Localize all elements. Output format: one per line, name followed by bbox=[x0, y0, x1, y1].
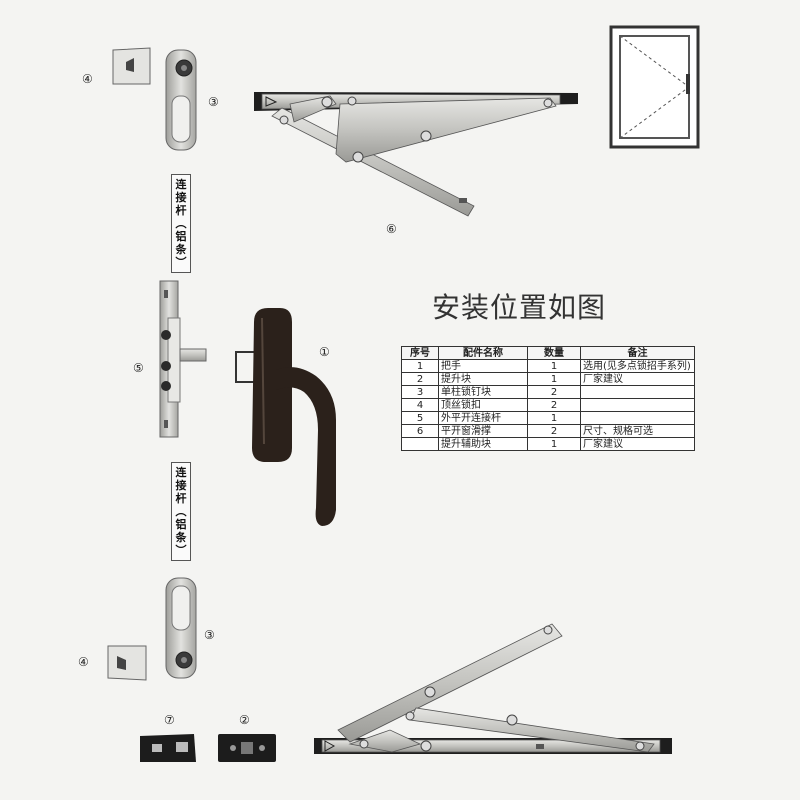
table-row: 1 把手 1 选用(见多点锁招手系列) bbox=[401, 359, 695, 373]
header-part-name: 配件名称 bbox=[438, 346, 528, 360]
window-opening-diagram bbox=[609, 25, 700, 149]
table-row: 6 平开窗滑撑 2 尺寸、规格可选 bbox=[401, 424, 695, 438]
label-part-7: ⑦ bbox=[164, 713, 175, 727]
table-row: 4 顶丝锁扣 2 bbox=[401, 398, 695, 412]
table-row: 提升辅助块 1 厂家建议 bbox=[401, 437, 695, 451]
cell-part-name: 顶丝锁扣 bbox=[438, 398, 528, 412]
connecting-rod-block bbox=[159, 280, 207, 438]
lift-block bbox=[218, 734, 276, 762]
connecting-rod-label-top: 连 接 杆 ︵ 铝 条 ︶ bbox=[171, 174, 191, 273]
cell-part-name: 把手 bbox=[438, 359, 528, 373]
bottom-friction-stay bbox=[314, 623, 672, 754]
top-lock-catch bbox=[112, 47, 151, 85]
cell-index: 1 bbox=[401, 359, 439, 373]
cell-remarks: 尺寸、规格可选 bbox=[580, 424, 695, 438]
cell-index: 5 bbox=[401, 411, 439, 425]
label-part-4-top: ④ bbox=[82, 72, 93, 86]
table-row: 2 提升块 1 厂家建议 bbox=[401, 372, 695, 386]
bottom-lock-pin-block bbox=[165, 577, 197, 679]
cell-remarks bbox=[580, 398, 695, 412]
cell-remarks: 厂家建议 bbox=[580, 437, 695, 451]
cell-remarks bbox=[580, 385, 695, 399]
label-part-6-top: ⑥ bbox=[386, 222, 397, 236]
cell-quantity: 1 bbox=[527, 437, 581, 451]
cell-index bbox=[401, 437, 439, 451]
label-part-3-top: ③ bbox=[208, 95, 219, 109]
cell-quantity: 1 bbox=[527, 372, 581, 386]
cell-remarks: 厂家建议 bbox=[580, 372, 695, 386]
label-part-3-bottom: ③ bbox=[204, 628, 215, 642]
parts-table: 序号 配件名称 数量 备注 1 把手 1 选用(见多点锁招手系列) 2 提升块 … bbox=[401, 346, 695, 451]
header-remarks: 备注 bbox=[580, 346, 695, 360]
cell-quantity: 2 bbox=[527, 424, 581, 438]
label-part-5: ⑤ bbox=[133, 361, 144, 375]
top-lock-pin-block bbox=[165, 49, 197, 151]
label-part-4-bottom: ④ bbox=[78, 655, 89, 669]
cell-part-name: 单柱锁钉块 bbox=[438, 385, 528, 399]
diagram-title: 安装位置如图 bbox=[432, 291, 607, 324]
label-part-1: ① bbox=[319, 345, 330, 359]
table-row: 3 单柱锁钉块 2 bbox=[401, 385, 695, 399]
top-friction-stay bbox=[254, 92, 578, 217]
cell-remarks bbox=[580, 411, 695, 425]
header-index: 序号 bbox=[401, 346, 439, 360]
cell-part-name: 提升块 bbox=[438, 372, 528, 386]
bottom-lock-catch bbox=[107, 645, 147, 681]
connecting-rod-label-bottom: 连 接 杆 ︵ 铝 条 ︶ bbox=[171, 462, 191, 561]
cell-index: 4 bbox=[401, 398, 439, 412]
cell-quantity: 1 bbox=[527, 359, 581, 373]
cell-remarks: 选用(见多点锁招手系列) bbox=[580, 359, 695, 373]
label-part-2: ② bbox=[239, 713, 250, 727]
cell-index: 6 bbox=[401, 424, 439, 438]
window-handle bbox=[235, 308, 336, 526]
header-quantity: 数量 bbox=[527, 346, 581, 360]
cell-quantity: 2 bbox=[527, 398, 581, 412]
lift-assist-block bbox=[140, 734, 196, 762]
table-header-row: 序号 配件名称 数量 备注 bbox=[401, 346, 695, 360]
cell-quantity: 1 bbox=[527, 411, 581, 425]
cell-index: 3 bbox=[401, 385, 439, 399]
cell-part-name: 外平开连接杆 bbox=[438, 411, 528, 425]
cell-part-name: 提升辅助块 bbox=[438, 437, 528, 451]
cell-part-name: 平开窗滑撑 bbox=[438, 424, 528, 438]
cell-quantity: 2 bbox=[527, 385, 581, 399]
cell-index: 2 bbox=[401, 372, 439, 386]
table-row: 5 外平开连接杆 1 bbox=[401, 411, 695, 425]
